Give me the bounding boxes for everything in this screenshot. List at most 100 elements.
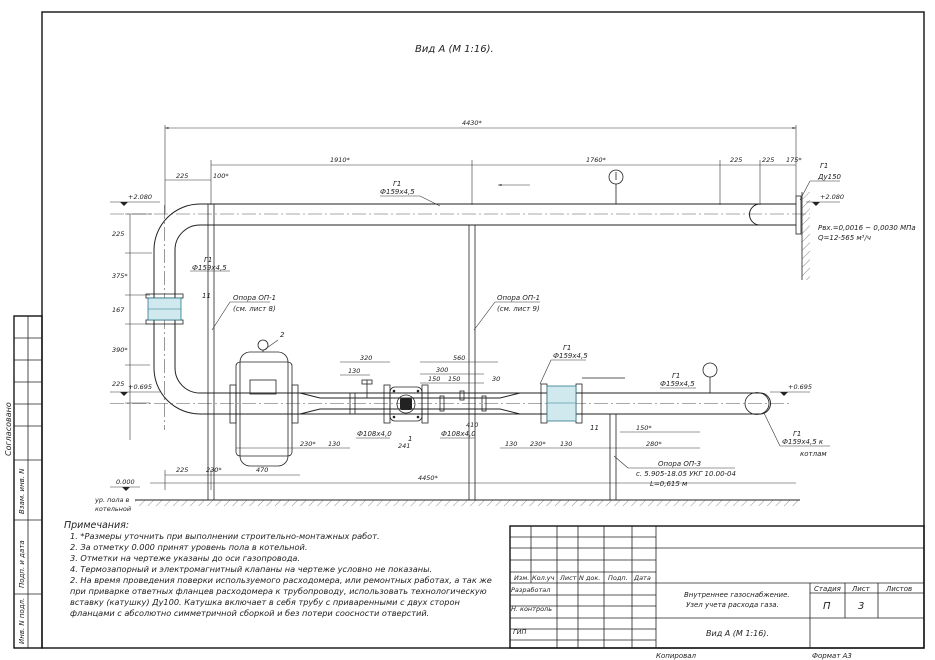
dim-320: 320: [360, 354, 372, 362]
dim-280: 280*: [646, 440, 662, 448]
dim-470: 470: [256, 466, 268, 474]
label-pipe-riser: Ф159х4,5: [192, 264, 227, 272]
tb-format: Формат А3: [812, 652, 852, 660]
label-support3-a: Опора ОП-3: [658, 460, 701, 468]
dim-230a: 230*: [300, 440, 316, 448]
label-num-1: 1: [408, 435, 412, 443]
dim-130a: 130: [348, 367, 360, 375]
tb-col-ndok: N док.: [579, 574, 600, 582]
note-item-2: 2. За отметку 0.000 принят уровень пола …: [70, 542, 307, 552]
dim-1760: 1760*: [586, 156, 607, 164]
dimension-lines: [125, 125, 797, 490]
level-marks: +2.080 +2.080 +0.695 +0.695 0.000 ур. по…: [94, 193, 844, 513]
label-num-11b: 11: [590, 424, 599, 432]
tb-row-razrab: Разработал: [511, 586, 550, 594]
note-item-3: 3. Отметки на чертеже указаны до оси газ…: [70, 553, 300, 563]
label-pipe-boiler-1: Ф159х4,5 к: [782, 438, 824, 446]
level-floor: 0.000: [116, 478, 135, 486]
tb-desc-1: Внутреннее газоснабжение.: [684, 591, 790, 599]
stamp-agreed: Согласовано: [4, 402, 13, 456]
tb-col-list: Лист: [559, 574, 577, 582]
label-pipe-108b: Ф108х4,0: [441, 430, 476, 438]
dim-410: 410: [466, 421, 478, 429]
dim-v390: 390*: [112, 346, 128, 354]
dim-130c: 130: [505, 440, 517, 448]
notes: Примечания: 1. *Размеры уточнить при вып…: [64, 520, 492, 618]
dim-30: 30: [492, 375, 500, 383]
dim-130d: 130: [560, 440, 572, 448]
dim-230b: 230*: [530, 440, 546, 448]
stamp-inv-replaced: Взам. инв. N: [18, 468, 26, 514]
callouts: Г1 Ф159х4,5 Г1 Ф159х4,5 Г1 Ду150 Рвх.=0,…: [190, 162, 916, 488]
label-pipe-boiler-2: котлам: [800, 450, 827, 458]
dim-v225: 225: [112, 230, 124, 238]
dim-150a: 150: [428, 375, 440, 383]
dim-230c: 230*: [206, 466, 222, 474]
tb-copied: Копировал: [656, 652, 697, 660]
label-g1-mid: Г1: [563, 344, 571, 352]
level-mid-left: +0.695: [128, 383, 152, 391]
tb-h-listov: Листов: [885, 585, 912, 593]
level-mid-right: +0.695: [788, 383, 812, 391]
dim-v225b: 225: [112, 380, 124, 388]
tb-h-stadia: Стадия: [814, 585, 841, 593]
label-support2-b: (см. лист 9): [497, 305, 540, 313]
dim-v375: 375*: [112, 272, 128, 280]
dim-130b: 130: [328, 440, 340, 448]
floor-note-2: котельной: [95, 505, 131, 513]
supports: [135, 204, 800, 506]
tb-sheet-view: Вид А (М 1:16).: [706, 629, 769, 638]
label-support2-a: Опора ОП-1: [497, 294, 540, 302]
note-item-1: 1. *Размеры уточнить при выполнении стро…: [70, 531, 380, 541]
label-flow: Q=12-565 м³/ч: [818, 234, 871, 242]
stamp-inv-original: Инв. N подл.: [18, 598, 26, 644]
tb-col-koluch: Кол.уч: [532, 574, 555, 582]
dim-560: 560: [453, 354, 465, 362]
dim-150b: 150: [448, 375, 460, 383]
level-top-left: +2.080: [128, 193, 152, 201]
dim-300: 300: [436, 366, 448, 374]
label-pipe-mid: Ф159х4,5: [553, 352, 588, 360]
dim-225b: 225: [730, 156, 742, 164]
label-pipe-top: Ф159х4,5: [380, 188, 415, 196]
dim-100: 100*: [213, 172, 229, 180]
tb-col-izm: Изм.: [514, 574, 529, 582]
note-item-5: 2. На время проведения поверки используе…: [70, 575, 492, 585]
dim-overall-top: 4430*: [462, 119, 483, 127]
label-du150: Ду150: [817, 173, 842, 181]
piping: [110, 169, 810, 467]
floor-note-1: ур. пола в: [94, 496, 130, 504]
label-pipe-108a: Ф108х4,0: [357, 430, 392, 438]
dim-225a: 225: [176, 172, 188, 180]
note-item-7: вставку (катушку) Ду100. Катушка включае…: [70, 597, 460, 607]
dim-225d: 225: [176, 466, 188, 474]
label-num-11a: 11: [202, 292, 211, 300]
notes-heading: Примечания:: [64, 520, 129, 531]
label-num-2: 2: [280, 331, 285, 339]
tb-row-gip: ГИП: [513, 628, 526, 636]
label-g1-boiler: Г1: [793, 430, 801, 438]
tb-col-data: Дата: [633, 574, 651, 582]
tb-v-stadia: П: [823, 601, 831, 612]
label-g1-top: Г1: [393, 180, 401, 188]
note-item-8: фланцами с абсолютно симметричной сборко…: [70, 608, 429, 618]
tb-desc-2: Узел учета расхода газа.: [686, 601, 779, 609]
view-title: Вид А (М 1:16).: [415, 44, 494, 55]
dim-v167: 167: [112, 306, 125, 314]
dim-175: 175*: [786, 156, 802, 164]
label-g1-riser: Г1: [204, 256, 212, 264]
dim-150c: 150*: [636, 424, 652, 432]
tb-row-nkontrol: Н. контроль: [511, 605, 552, 613]
label-support3-c: L=0,615 м: [650, 480, 688, 488]
side-stamp: Согласовано Взам. инв. N Подп. и дата Ин…: [4, 315, 43, 649]
label-pipe-right: Ф159х4,5: [660, 380, 695, 388]
title-block: Изм. Кол.уч Лист N док. Подп. Дата Разра…: [509, 525, 925, 660]
label-g1-inlet: Г1: [820, 162, 828, 170]
dimension-values: 4430* 1910* 1760* 225 100* 225 225 175* …: [112, 119, 802, 482]
stamp-sign-date: Подп. и дата: [18, 540, 26, 588]
label-g1-right: Г1: [672, 372, 680, 380]
level-top-right: +2.080: [820, 193, 844, 201]
note-item-4: 4. Термозапорный и электромагнитный клап…: [70, 564, 432, 574]
dim-1910: 1910*: [330, 156, 351, 164]
